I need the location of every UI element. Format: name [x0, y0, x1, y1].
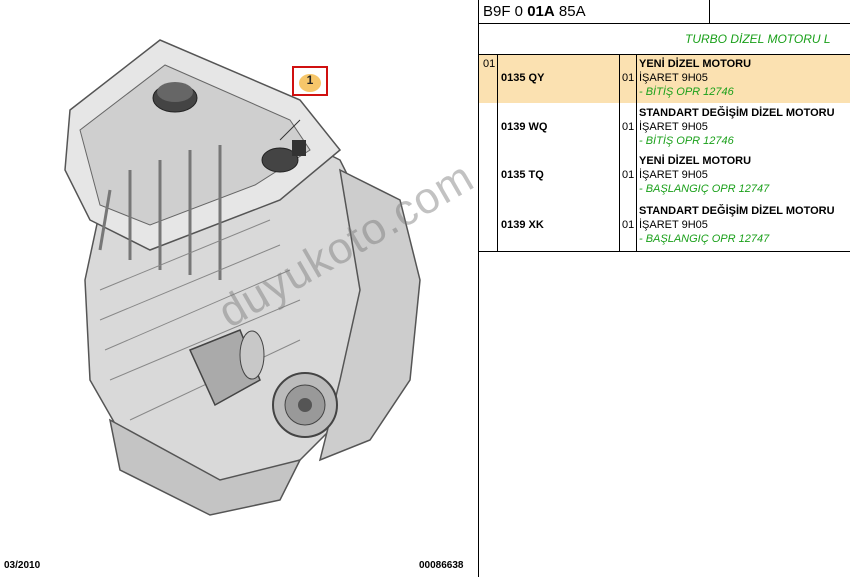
catalog-code-bar: B9F 0 01A 85A — [479, 0, 850, 24]
part-title: STANDART DEĞİŞİM DİZEL MOTORU — [639, 107, 835, 119]
parts-row-2[interactable]: 0139 WQ 01 STANDART DEĞİŞİM DİZEL MOTORU… — [479, 104, 850, 152]
engine-illustration — [64, 39, 421, 516]
callout-dot — [299, 74, 321, 92]
part-ref: 0139 WQ — [501, 121, 548, 133]
part-qty: 01 — [622, 219, 635, 231]
callout-marker-1[interactable]: 1 — [292, 66, 328, 96]
part-note: - BAŞLANGIÇ OPR 12747 — [639, 233, 770, 245]
illustration-date: 03/2010 — [4, 560, 41, 571]
callout-number: 1 — [306, 73, 314, 87]
qty-column-separator — [619, 54, 620, 251]
table-bottom-line — [479, 251, 850, 252]
part-qty: 01 — [622, 72, 635, 84]
part-note: - BAŞLANGIÇ OPR 12747 — [639, 183, 770, 195]
illustration-panel: 1 duyukoto.com 03/2010 00086638 — [4, 39, 483, 571]
parts-panel: B9F 0 01A 85A TURBO DİZEL MOTORU L 01 01… — [479, 0, 850, 577]
part-note: - BİTİŞ OPR 12746 — [639, 86, 734, 98]
desc-column-separator — [636, 54, 637, 251]
group-column-separator — [497, 54, 498, 251]
section-title: TURBO DİZEL MOTORU L — [685, 32, 831, 46]
part-ref: 0135 QY — [501, 72, 545, 84]
part-mark: İŞARET 9H05 — [639, 169, 708, 181]
part-mark: İŞARET 9H05 — [639, 219, 708, 231]
panel-divider — [478, 0, 479, 577]
part-qty: 01 — [622, 121, 635, 133]
part-title: YENİ DİZEL MOTORU — [639, 155, 752, 167]
part-ref: 0135 TQ — [501, 169, 544, 181]
part-ref: 0139 XK — [501, 219, 544, 231]
illustration-ref: 00086638 — [419, 560, 464, 571]
part-mark: İŞARET 9H05 — [639, 121, 708, 133]
part-mark: İŞARET 9H05 — [639, 72, 708, 84]
parts-row-3[interactable]: 0135 TQ 01 YENİ DİZEL MOTORU İŞARET 9H05… — [479, 152, 850, 201]
part-note: - BİTİŞ OPR 12746 — [639, 135, 734, 147]
part-qty: 01 — [622, 169, 635, 181]
code-separator — [709, 0, 710, 23]
catalog-code: B9F 0 01A 85A — [483, 3, 586, 20]
parts-row-1[interactable]: 01 0135 QY 01 YENİ DİZEL MOTORU İŞARET 9… — [479, 55, 850, 103]
section-title-bar: TURBO DİZEL MOTORU L — [479, 24, 850, 55]
group-number: 01 — [483, 58, 496, 70]
part-title: STANDART DEĞİŞİM DİZEL MOTORU — [639, 205, 835, 217]
part-title: YENİ DİZEL MOTORU — [639, 58, 752, 70]
parts-row-4[interactable]: 0139 XK 01 STANDART DEĞİŞİM DİZEL MOTORU… — [479, 201, 850, 251]
